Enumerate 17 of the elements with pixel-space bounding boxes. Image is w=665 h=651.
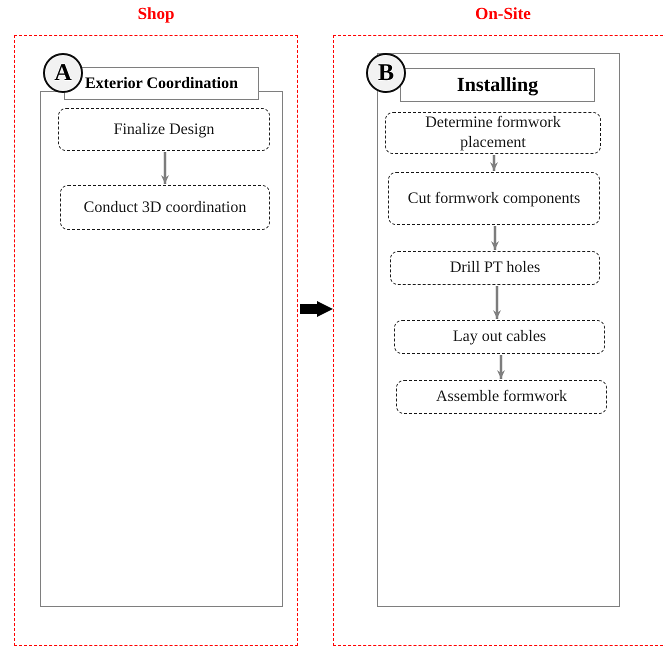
process-box: Cut formwork components — [388, 172, 600, 225]
zone-title: Shop — [136, 4, 176, 24]
arrow — [161, 152, 169, 184]
arrow — [493, 286, 501, 319]
arrow — [300, 301, 333, 317]
process-box: Lay out cables — [394, 320, 605, 354]
arrow — [491, 226, 499, 250]
zone-title: On-Site — [474, 4, 532, 24]
arrow — [490, 155, 498, 171]
panel-heading: Installing — [400, 68, 595, 102]
process-box: Finalize Design — [58, 108, 270, 151]
process-box: Assemble formwork — [396, 380, 607, 414]
process-box: Drill PT holes — [390, 251, 600, 285]
letter-badge: B — [366, 53, 406, 93]
arrow — [497, 355, 505, 379]
process-box: Determine formwork placement — [385, 112, 601, 154]
process-box: Conduct 3D coordination — [60, 185, 270, 230]
